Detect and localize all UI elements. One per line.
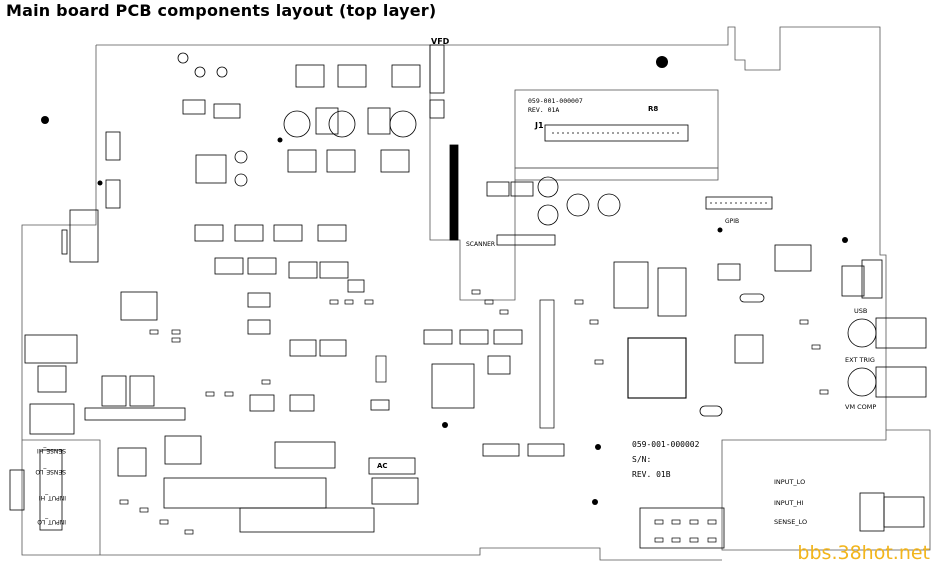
- sense-lo-left-label: SENSE_LO: [35, 468, 66, 475]
- vfd-connector: [429, 44, 445, 119]
- input-hi-right-label: INPUT_HI: [774, 499, 804, 507]
- sense-lo-right-label: SENSE_LO: [774, 518, 807, 526]
- relays-and-blocks: [24, 131, 765, 549]
- serial-number-label: S/N:: [632, 455, 651, 464]
- board-revision: REV. 01B: [632, 470, 671, 479]
- components: [9, 44, 927, 549]
- input-hi-left-label: INPUT_HI: [39, 494, 66, 501]
- regulators: [287, 64, 534, 197]
- ac-label: AC: [377, 462, 388, 470]
- watermark: bbs.38hot.net: [797, 542, 930, 564]
- r8-label: R8: [648, 105, 658, 113]
- top-part-number: 059-001-000007: [528, 97, 583, 105]
- usb-label: USB: [854, 307, 867, 315]
- board-part-number: 059-001-000002: [632, 440, 700, 449]
- j1-connector: [544, 124, 689, 142]
- input-lo-right-label: INPUT_LO: [774, 478, 805, 486]
- gpib-label: GPIB: [725, 218, 739, 225]
- input-lo-left-label: INPUT_LO: [37, 518, 66, 525]
- vm-comp-label: VM COMP: [845, 403, 876, 411]
- scanner-connector: [449, 144, 556, 246]
- scanner-label: SCANNER: [466, 241, 495, 248]
- front-connectors: [9, 259, 927, 532]
- top-revision: REV. 01A: [528, 106, 559, 114]
- board-labels: VFD SCANNER GPIB J1 R8 059-001-000007 RE…: [35, 37, 876, 526]
- sense-hi-left-label: SENSE_HI: [37, 447, 66, 454]
- board-outline: [21, 26, 931, 561]
- passives: [119, 289, 829, 543]
- integrated-circuits: [182, 99, 812, 412]
- diagram-title: Main board PCB components layout (top la…: [6, 1, 437, 20]
- j1-label: J1: [534, 121, 544, 130]
- electrolytic-capacitors: [177, 52, 621, 226]
- vfd-label: VFD: [431, 37, 450, 46]
- gpib-connector: [705, 196, 773, 210]
- ext-trig-label: EXT TRIG: [845, 356, 875, 364]
- mounting-holes: [41, 56, 848, 505]
